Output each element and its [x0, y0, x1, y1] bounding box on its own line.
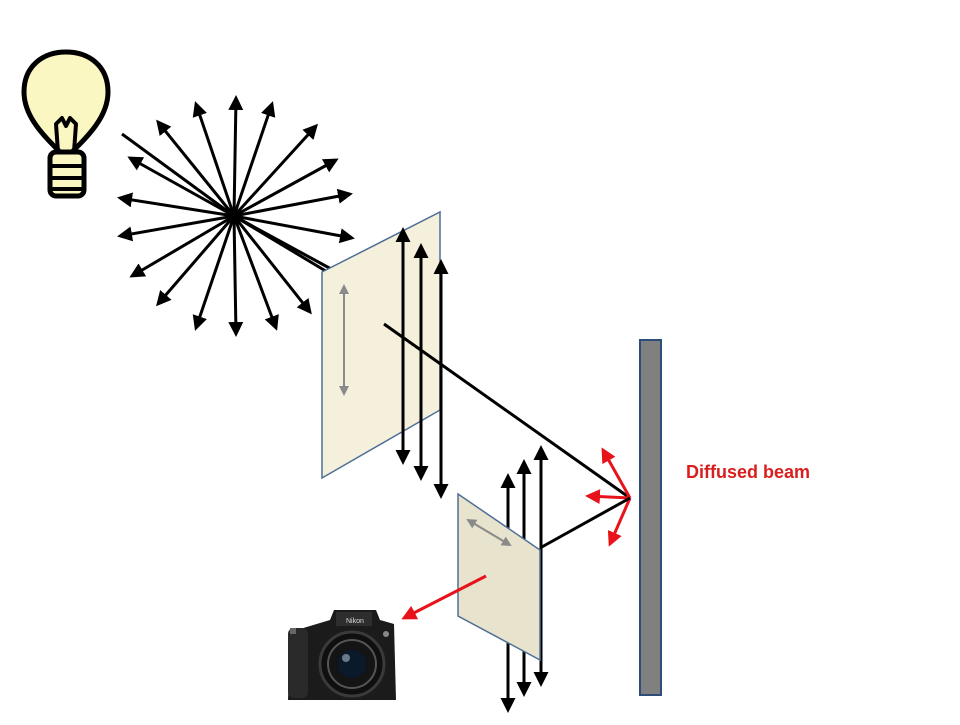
starburst-ray: [156, 119, 236, 217]
output-ray: [401, 574, 487, 620]
starburst-ray: [117, 214, 235, 242]
polarizer-2-transmission-axis: [466, 518, 512, 547]
starburst-ray: [192, 215, 236, 331]
starburst-ray: [127, 156, 235, 218]
starburst-ray: [232, 123, 319, 218]
starburst-ray: [192, 101, 236, 217]
starburst-ray: [233, 188, 353, 218]
incident-ray: [233, 214, 335, 278]
starburst-ray: [232, 215, 279, 331]
diffused-beam-arrows: [585, 447, 632, 547]
starburst-ray: [117, 192, 235, 218]
starburst-ray: [228, 95, 244, 217]
unpolarized-light-starburst: [117, 95, 355, 337]
source-ray: [121, 132, 235, 218]
starburst-ray: [129, 214, 235, 278]
light-bulb-icon: [21, 49, 111, 199]
starburst-ray: [228, 215, 244, 337]
polarized-arrows-1: [395, 227, 449, 499]
diffused-beam-label: Diffused beam: [686, 462, 810, 482]
diffusing-wall: [639, 339, 662, 696]
starburst-ray: [233, 214, 355, 244]
polarizer-2: [457, 492, 541, 662]
camera-icon: Nikon: [288, 610, 396, 700]
reflected-ray: [539, 496, 631, 550]
starburst-ray: [156, 215, 236, 307]
starburst-ray: [232, 215, 312, 315]
starburst-ray: [233, 158, 339, 218]
starburst-ray: [232, 101, 276, 217]
camera-brand: Nikon: [346, 618, 364, 625]
transmitted-ray: [383, 322, 631, 500]
